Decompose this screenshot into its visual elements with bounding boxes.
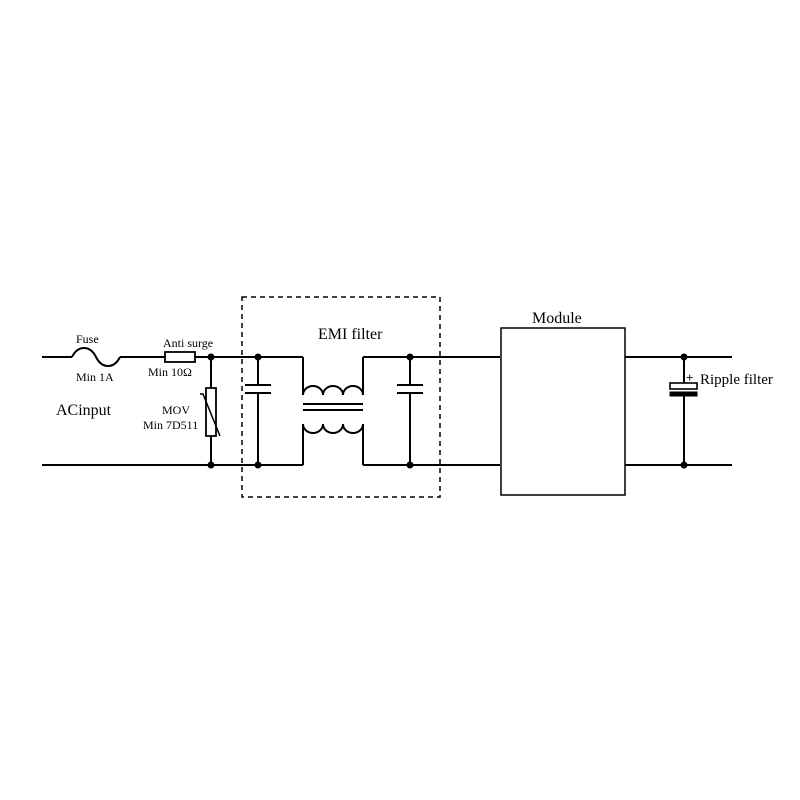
ripple-filter-label: Ripple filter (700, 372, 773, 388)
emi-filter-block: EMI filter (241, 296, 441, 498)
junction-dot (207, 461, 215, 469)
mov-varistor-slash (200, 393, 221, 437)
junction-dot (254, 353, 262, 361)
junction-dot (254, 461, 262, 469)
module-box (500, 327, 626, 496)
junction-dot (680, 353, 688, 361)
ac-input-label: ACinput (56, 402, 112, 419)
anti-surge-label: Anti surge (163, 336, 213, 350)
module-block: Module (500, 310, 626, 496)
fuse-symbol (71, 347, 121, 367)
module-label: Module (532, 310, 582, 327)
junction-dot (207, 353, 215, 361)
input-stage: Fuse Min 1A Anti surge Min 10Ω MOV Min 7… (42, 332, 500, 469)
junction-dot (406, 353, 414, 361)
fuse-label: Fuse (76, 332, 99, 346)
ripple-cap-plate-negative (669, 391, 698, 397)
anti-surge-resistor (164, 351, 196, 363)
emi-filter-boundary (241, 296, 441, 498)
output-stage: + Ripple filter (625, 353, 773, 469)
ripple-cap-plate-positive (669, 382, 698, 390)
common-mode-choke (302, 357, 364, 465)
emi-filter-label: EMI filter (318, 326, 383, 343)
anti-surge-rating-label: Min 10Ω (148, 365, 192, 379)
junction-dot (406, 461, 414, 469)
junction-dot (680, 461, 688, 469)
ripple-cap-polarity: + (686, 370, 693, 385)
mov-label: MOV (162, 403, 190, 417)
mov-rating-label: Min 7D511 (143, 418, 198, 432)
fuse-rating-label: Min 1A (76, 370, 114, 384)
